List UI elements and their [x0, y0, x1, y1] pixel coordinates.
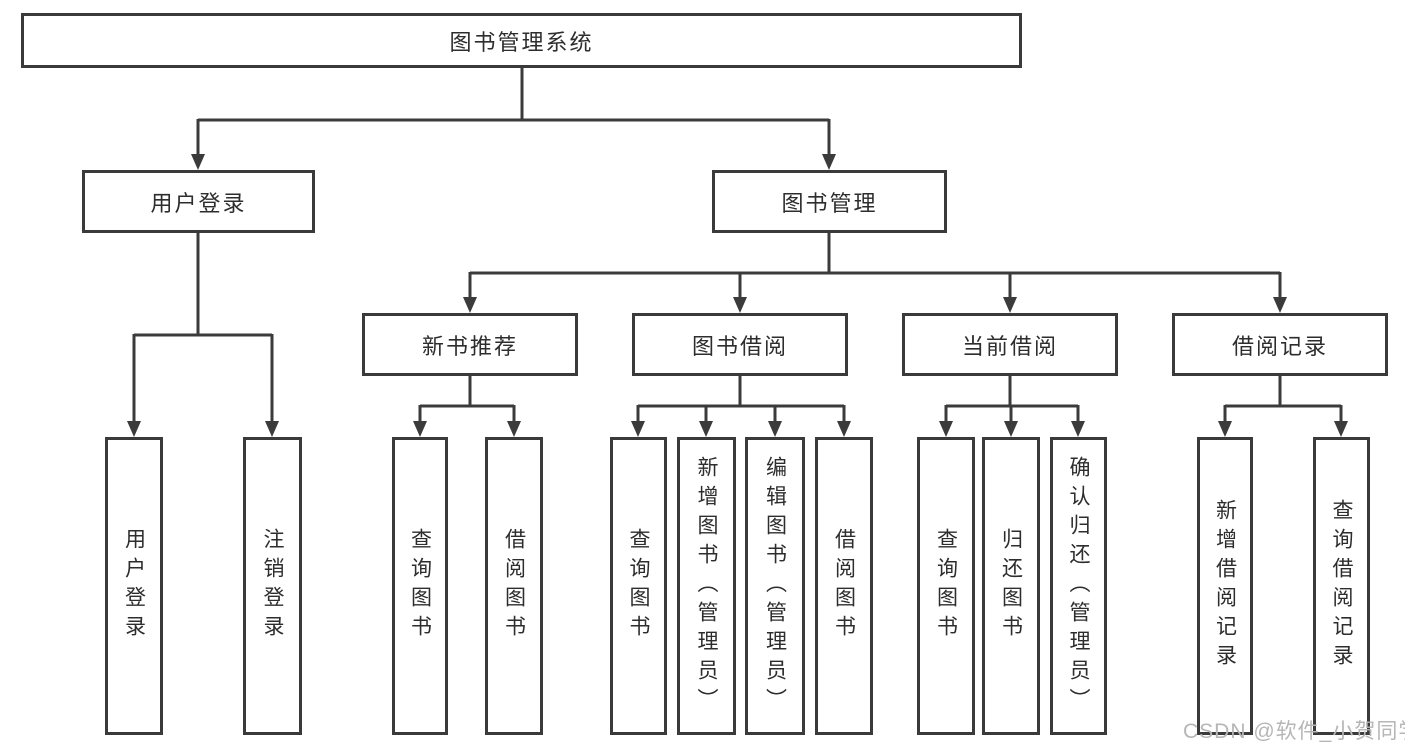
node-borrowing-records: 借阅记录	[1172, 313, 1388, 376]
node-label: 当前借阅	[961, 333, 1058, 359]
leaf-label: 新增借阅记录	[1213, 499, 1237, 673]
node-label: 图书借阅	[691, 333, 788, 359]
leaf-label: 查询借阅记录	[1330, 499, 1353, 673]
csdn-watermark: CSDN @软件_小贺同学	[1183, 720, 1405, 743]
leaf-label: 查询图书	[627, 528, 650, 644]
leaf-query-books-borrow: 查询图书	[610, 437, 667, 735]
leaf-query-borrow-record: 查询借阅记录	[1313, 437, 1370, 735]
leaf-label: 新增图书（管理员）	[695, 455, 718, 717]
leaf-add-books-admin: 新增图书（管理员）	[677, 437, 736, 735]
node-label: 借阅记录	[1231, 333, 1328, 359]
leaf-query-books-recommend: 查询图书	[392, 437, 448, 735]
node-book-borrowing: 图书借阅	[632, 313, 848, 376]
leaf-label: 用户登录	[122, 528, 146, 644]
node-new-book-recommend: 新书推荐	[362, 313, 578, 376]
node-label: 用户登录	[150, 190, 247, 216]
leaf-logout: 注销登录	[243, 437, 302, 735]
leaf-label: 编辑图书（管理员）	[763, 455, 787, 717]
leaf-label: 注销登录	[261, 528, 284, 644]
leaf-add-borrow-record: 新增借阅记录	[1197, 437, 1253, 735]
node-current-borrowing: 当前借阅	[902, 313, 1118, 376]
node-label: 图书管理	[781, 190, 878, 216]
leaf-label: 查询图书	[934, 528, 958, 644]
leaf-borrow-books-recommend: 借阅图书	[485, 437, 543, 735]
leaf-borrow-books: 借阅图书	[815, 437, 873, 735]
leaf-label: 归还图书	[999, 528, 1023, 644]
leaf-return-books: 归还图书	[982, 437, 1040, 735]
leaf-label: 借阅图书	[832, 528, 856, 644]
leaf-label: 确认归还（管理员）	[1067, 455, 1090, 717]
leaf-confirm-return-admin: 确认归还（管理员）	[1050, 437, 1107, 735]
leaf-user-login: 用户登录	[105, 437, 163, 735]
node-book-management: 图书管理	[712, 170, 947, 233]
leaf-query-books-current: 查询图书	[917, 437, 975, 735]
leaf-edit-books-admin: 编辑图书（管理员）	[745, 437, 805, 735]
node-user-login: 用户登录	[82, 170, 315, 233]
leaf-label: 借阅图书	[502, 528, 526, 644]
node-label: 新书推荐	[421, 333, 518, 359]
node-library-management-system: 图书管理系统	[21, 13, 1022, 68]
leaf-label: 查询图书	[408, 528, 432, 644]
node-label: 图书管理系统	[449, 29, 594, 55]
